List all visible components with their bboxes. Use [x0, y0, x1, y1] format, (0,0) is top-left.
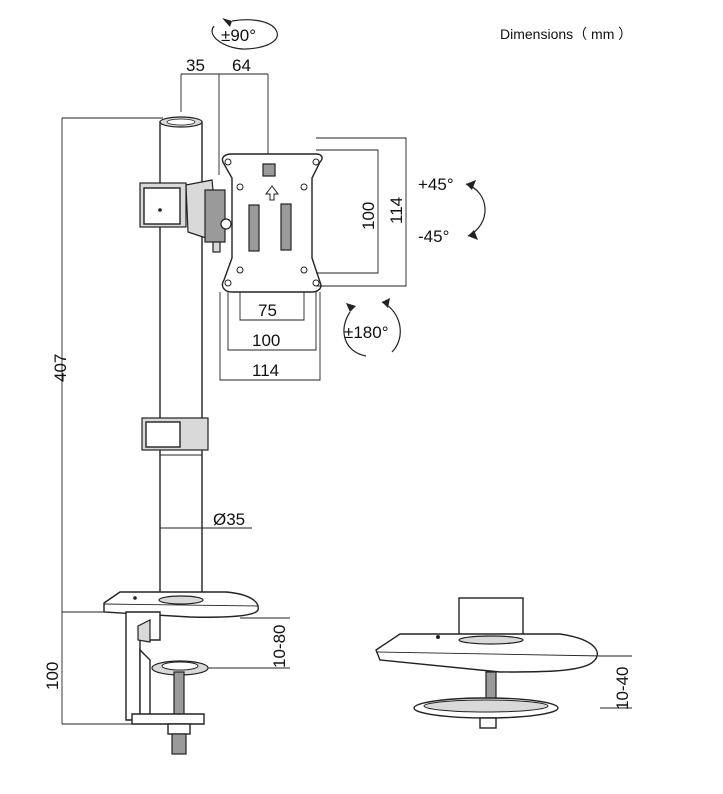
vesa-plate — [221, 153, 323, 293]
desk-clamp — [103, 591, 259, 755]
up-arrow-icon — [265, 185, 279, 201]
pole-height-dimension: 407 — [51, 117, 163, 613]
vesa-vertical-dimension: 100 114 — [316, 137, 407, 287]
vesa-horizontal-dimension: 75 100 114 — [219, 292, 321, 381]
swivel-indicator: ±90° — [211, 18, 278, 50]
arm-offset-dimension: 35 64 — [180, 56, 269, 175]
vesa-v-114-label: 114 — [387, 197, 406, 224]
tilt-down-label: -45° — [418, 227, 449, 246]
cable-clip — [141, 417, 209, 451]
tilt-indicator: +45° -45° — [418, 175, 486, 246]
rotate-label: ±180° — [344, 323, 389, 342]
dimensions-title: Dimensions（ mm ） — [500, 26, 632, 42]
vesa-h-75-label: 75 — [258, 301, 277, 320]
clamp-height-label: 100 — [43, 662, 62, 690]
arrow-icon — [222, 18, 232, 27]
arm-bracket — [139, 179, 232, 253]
clamp-height-dimension: 100 — [43, 612, 132, 725]
clamp-thickness-label: 10-80 — [270, 625, 289, 668]
pole-diameter-label: Ø35 — [213, 510, 245, 529]
tilt-up-label: +45° — [418, 175, 454, 194]
clamp-thickness-dimension: 10-80 — [208, 617, 290, 669]
vesa-h-100-label: 100 — [252, 331, 280, 350]
rotation-indicator: ±180° — [343, 298, 401, 357]
grommet-mount — [375, 597, 603, 729]
offset-35-label: 35 — [186, 56, 205, 75]
vesa-h-114-label: 114 — [252, 361, 279, 380]
grommet-thickness-dimension: 10-40 — [600, 655, 632, 710]
vesa-v-100-label: 100 — [359, 202, 378, 230]
grommet-thickness-label: 10-40 — [613, 667, 632, 710]
pole-height-label: 407 — [51, 354, 70, 382]
offset-64-label: 64 — [232, 56, 251, 75]
swivel-label: ±90° — [221, 26, 256, 45]
